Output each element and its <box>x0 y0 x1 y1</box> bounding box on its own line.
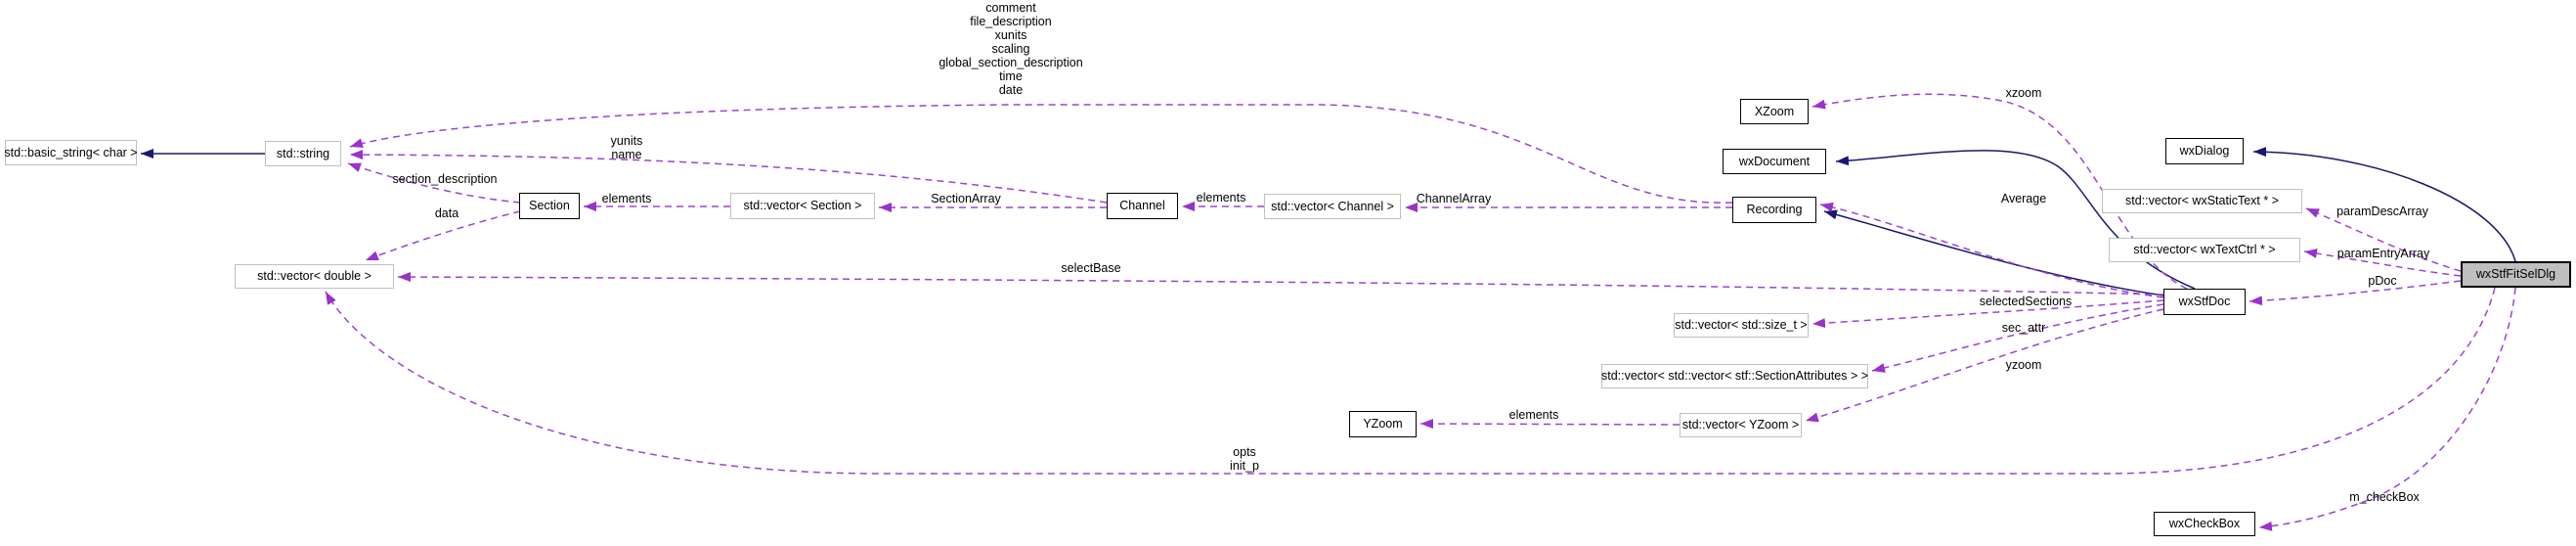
edge-fitseldlg-paramentryarray <box>2303 249 2462 277</box>
edge-fitseldlg-to-wxdialog <box>2252 147 2516 262</box>
node-xzoom[interactable]: XZoom <box>1740 99 1809 124</box>
edge-label-sectionarray: SectionArray <box>931 192 1001 205</box>
edge-wxstfdoc-secattr <box>1871 303 2164 373</box>
edge-label-yunits-name: yunits name <box>610 134 643 161</box>
edge-section-description <box>347 162 521 204</box>
node-std-vector-sectionattributes[interactable]: std::vector< std::vector< stf::SectionAt… <box>1601 364 1868 388</box>
edge-label-paramentryarray: paramEntryArray <box>2336 247 2430 260</box>
edge-wxstfdoc-average <box>1819 202 2164 298</box>
edge-recording-strings <box>349 104 1733 204</box>
node-std-vector-wxtextctrl[interactable]: std::vector< wxTextCtrl * > <box>2109 238 2300 262</box>
node-std-vector-size-t[interactable]: std::vector< std::size_t > <box>1674 313 1809 338</box>
edge-label-yzoom: yzoom <box>2005 358 2042 372</box>
node-std-basic-string[interactable]: std::basic_string< char > <box>4 140 138 165</box>
edge-label-elements-channel: elements <box>1196 191 1246 205</box>
node-wxstffitseldlg[interactable]: wxStfFitSelDlg <box>2461 261 2571 288</box>
edge-label-selectedsections: selectedSections <box>1979 295 2073 308</box>
edge-label-opts-initp: opts init_p <box>1230 445 1259 473</box>
edge-fitseldlg-mcheckbox <box>2258 287 2516 531</box>
node-std-vector-yzoom[interactable]: std::vector< YZoom > <box>1680 413 1802 437</box>
node-std-vector-section[interactable]: std::vector< Section > <box>730 193 875 219</box>
node-yzoom[interactable]: YZoom <box>1349 411 1417 437</box>
edge-label-xzoom: xzoom <box>2005 86 2042 100</box>
node-channel[interactable]: Channel <box>1107 193 1178 219</box>
node-wxdocument[interactable]: wxDocument <box>1723 149 1826 174</box>
edge-label-data: data <box>434 206 459 220</box>
edge-fitseldlg-opts-initp <box>325 287 2496 475</box>
edge-label-section-description: section_description <box>392 172 498 186</box>
edge-label-channelarray: ChannelArray <box>1416 192 1492 205</box>
edge-label-mcheckbox: m_checkBox <box>2349 490 2420 504</box>
edge-wxstfdoc-to-recording <box>1823 209 2164 296</box>
edge-fitseldlg-paramdescarray <box>2305 207 2462 272</box>
node-wxcheckbox[interactable]: wxCheckBox <box>2154 512 2255 536</box>
edge-label-recording-strings: comment file_description xunits scaling … <box>939 1 1083 97</box>
edge-fitseldlg-pdoc <box>2249 280 2462 306</box>
node-wxstfdoc[interactable]: wxStfDoc <box>2163 289 2246 315</box>
edge-label-average: Average <box>2000 192 2047 205</box>
edge-label-sec-attr: sec_attr <box>2001 321 2046 335</box>
edge-label-selectbase: selectBase <box>1061 261 1121 275</box>
edge-channel-yunits-name <box>349 150 1108 204</box>
edge-wxstfdoc-to-wxdocument <box>1835 150 2196 290</box>
node-section[interactable]: Section <box>519 193 580 219</box>
node-std-string[interactable]: std::string <box>265 141 341 166</box>
node-std-vector-channel[interactable]: std::vector< Channel > <box>1264 194 1401 219</box>
node-std-vector-double[interactable]: std::vector< double > <box>235 264 394 289</box>
edge-label-elements-section: elements <box>601 192 652 205</box>
edge-vecyzoom-elements <box>1419 419 1681 430</box>
edge-label-paramdescarray: paramDescArray <box>2336 205 2428 218</box>
edge-wxstfdoc-selectbase <box>397 272 2164 296</box>
edge-wxstfdoc-yzoom <box>1805 308 2164 423</box>
edge-label-pdoc: pDoc <box>2368 274 2397 288</box>
node-wxdialog[interactable]: wxDialog <box>2165 138 2244 164</box>
node-std-vector-wxstatictext[interactable]: std::vector< wxStaticText * > <box>2102 189 2302 213</box>
edge-section-data <box>365 210 521 261</box>
edge-label-elements-yzoom: elements <box>1508 408 1559 422</box>
node-recording[interactable]: Recording <box>1732 197 1816 223</box>
